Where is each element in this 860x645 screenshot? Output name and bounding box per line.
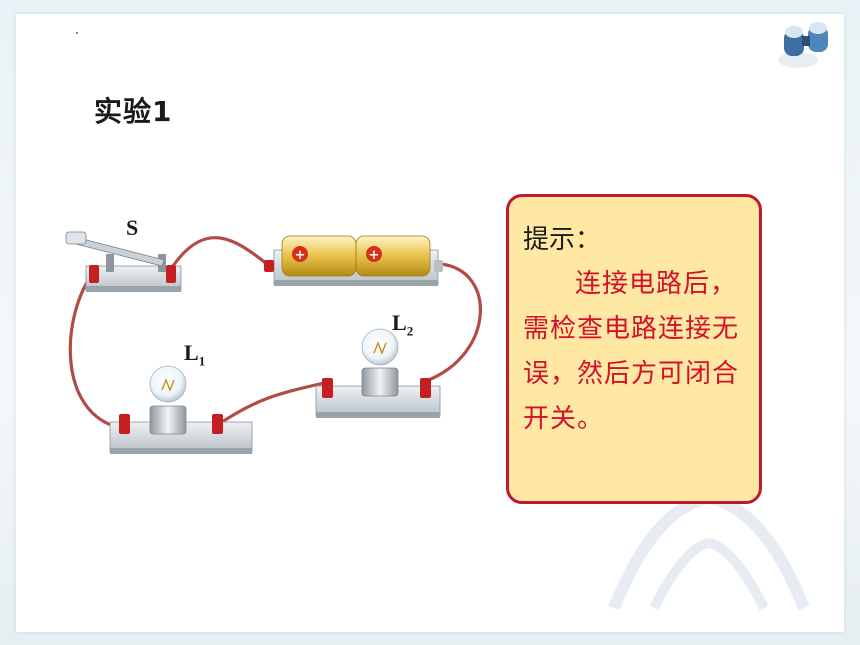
hint-box: 提示： 连接电路后，需检查电路连接无误，然后方可闭合开关。 bbox=[506, 194, 762, 504]
lamp2-label: L2 bbox=[392, 310, 414, 339]
binoculars-icon bbox=[778, 22, 828, 68]
wires bbox=[68, 236, 482, 430]
lamp1-label: L1 bbox=[184, 340, 206, 369]
battery-plus-2: + bbox=[369, 248, 380, 263]
switch-s bbox=[65, 231, 182, 292]
wire-lamp2-lamp1 bbox=[214, 381, 326, 428]
slide: 实验1 bbox=[16, 14, 844, 632]
battery bbox=[264, 235, 443, 286]
circuit-diagram: + + bbox=[65, 231, 482, 454]
hint-heading: 提示： bbox=[523, 225, 602, 255]
switch-label: S bbox=[126, 215, 139, 240]
battery-plus-1: + bbox=[295, 248, 306, 263]
wire-switch-battery bbox=[171, 236, 270, 268]
lamp-l2 bbox=[315, 328, 441, 418]
wire-lamp1-switch bbox=[68, 270, 123, 430]
lamp-l1 bbox=[109, 365, 253, 454]
decorative-dot bbox=[76, 32, 78, 34]
slide-title: 实验1 bbox=[94, 95, 173, 128]
hint-text: 连接电路后，需检查电路连接无误，然后方可闭合开关。 bbox=[523, 269, 740, 434]
wire-battery-lamp2 bbox=[424, 262, 482, 383]
